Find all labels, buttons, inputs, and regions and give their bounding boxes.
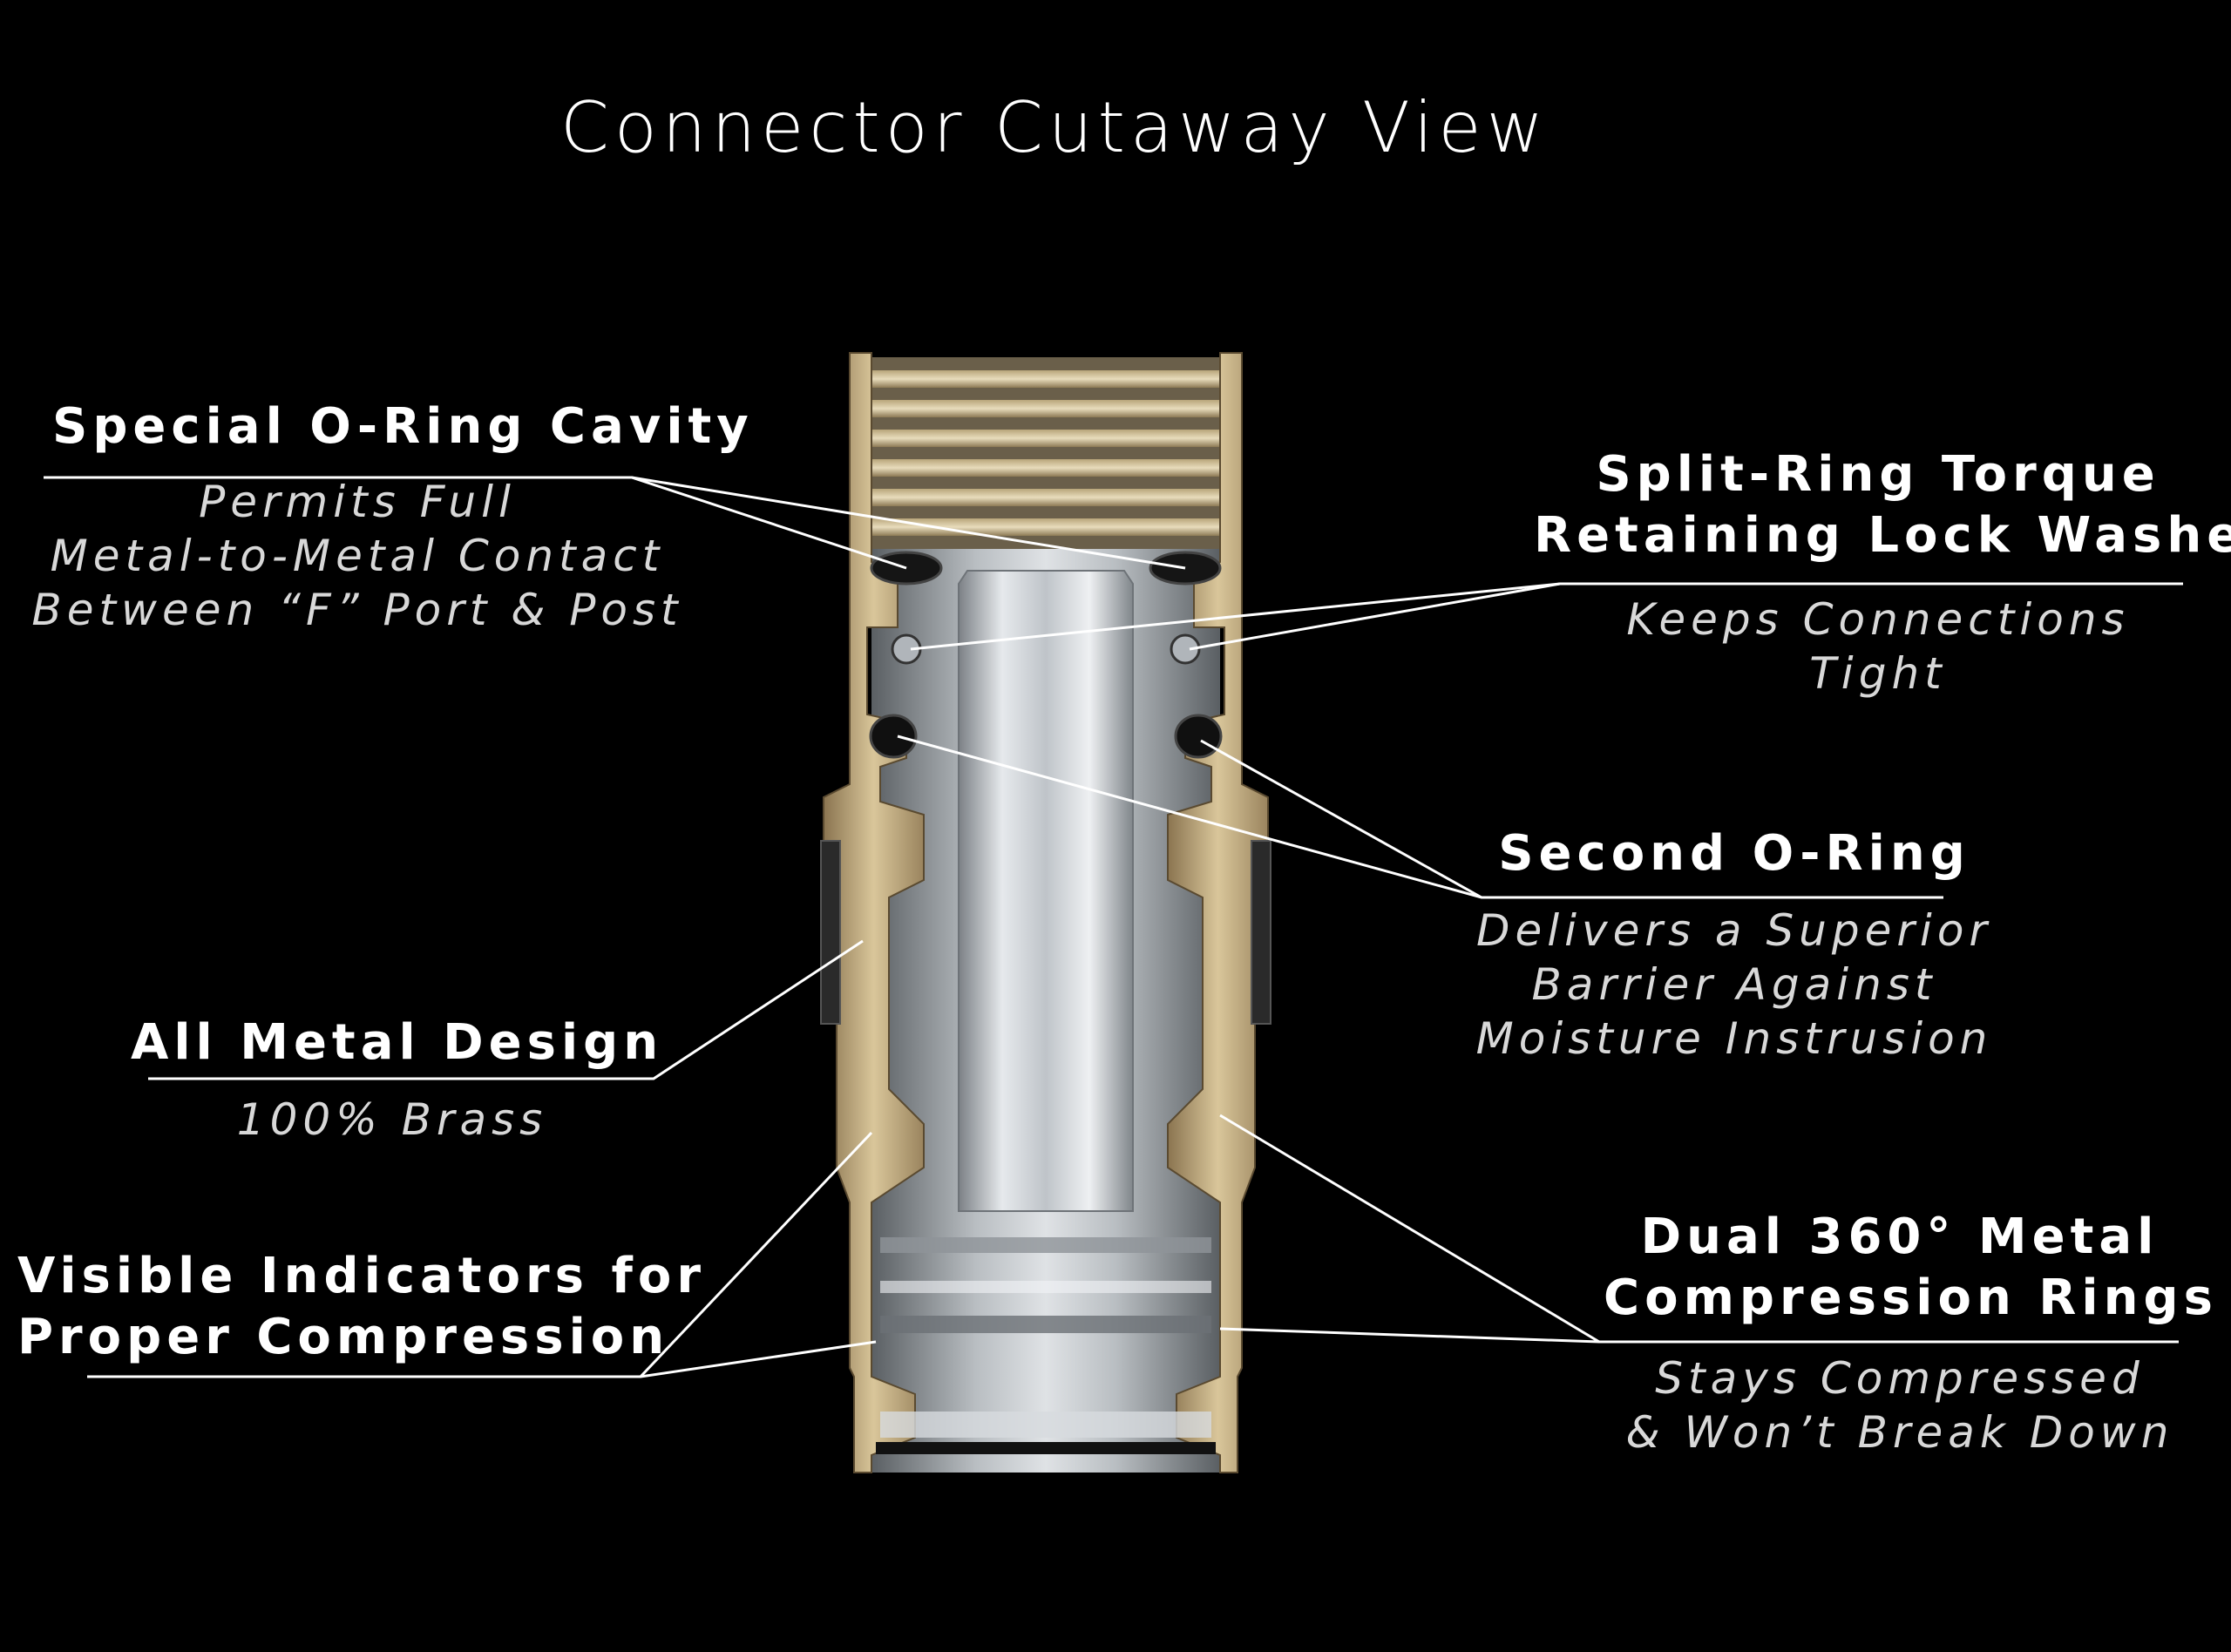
- thread-ridge: [871, 459, 1220, 477]
- center-post: [958, 570, 1134, 1212]
- callout-heading-line: Proper Compression: [17, 1309, 670, 1365]
- brass-body-right: [1167, 352, 1269, 1473]
- callout-heading: All Metal Design: [131, 1014, 664, 1071]
- oring-second-right-icon: [1174, 714, 1223, 759]
- callout-desc-line: Delivers a Superior: [1476, 905, 1992, 956]
- page-title: Connector Cutaway View: [559, 87, 1549, 168]
- callout-desc-line: Permits Full: [199, 477, 516, 527]
- callout-desc-line: & Won’t Break Down: [1625, 1407, 2174, 1458]
- thread-ridge: [871, 400, 1220, 417]
- callout-desc-line: Keeps Connections: [1626, 594, 2130, 645]
- callout-desc-line: Moisture Instrusion: [1475, 1013, 1993, 1064]
- outer-sleeve-left: [820, 840, 841, 1025]
- callout-desc-line: Barrier Against: [1531, 959, 1937, 1010]
- callout-heading-line: Compression Rings: [1604, 1269, 2218, 1326]
- callout-heading: Second O-Ring: [1498, 825, 1970, 882]
- outer-sleeve-right: [1251, 840, 1271, 1025]
- callout-heading-line: Split-Ring Torque: [1596, 446, 2160, 503]
- callout-all-metal: All Metal Design 100% Brass: [131, 1012, 664, 1147]
- callout-heading-line: Retaining Lock Washer: [1534, 507, 2231, 564]
- callout-desc: 100% Brass: [236, 1094, 548, 1145]
- brass-body-left: [823, 352, 925, 1473]
- callout-desc-line: Metal-to-Metal Contact: [50, 531, 665, 581]
- oring-second-left-icon: [869, 714, 918, 759]
- callout-visible-indicators: Visible Indicators for Proper Compressio…: [17, 1246, 706, 1368]
- thread-ridge: [871, 370, 1220, 388]
- callout-dual-rings: Dual 360° Metal Compression Rings Stays …: [1604, 1207, 2218, 1459]
- callout-heading-line: Dual 360° Metal: [1640, 1209, 2160, 1265]
- split-ring-right-icon: [1170, 633, 1201, 665]
- compression-grooves: [876, 1237, 1216, 1454]
- callout-oring-cavity: Special O-Ring Cavity Permits Full Metal…: [26, 396, 754, 637]
- leader-lines: [44, 476, 2183, 1378]
- callout-heading-line: Visible Indicators for: [17, 1248, 706, 1304]
- thread-ridge: [871, 518, 1220, 536]
- callout-split-ring: Split-Ring Torque Retaining Lock Washer …: [1534, 444, 2231, 701]
- callout-desc-line: Between “F” Port & Post: [31, 585, 683, 635]
- thread-ridge: [871, 430, 1220, 447]
- callout-desc-line: Tight: [1809, 648, 1947, 699]
- threads: [871, 357, 1220, 549]
- callout-second-oring: Second O-Ring Delivers a Superior Barrie…: [1473, 823, 1996, 1066]
- callout-desc-line: Stays Compressed: [1655, 1353, 2145, 1404]
- callout-heading: Special O-Ring Cavity: [52, 398, 754, 455]
- thread-ridge: [871, 489, 1220, 506]
